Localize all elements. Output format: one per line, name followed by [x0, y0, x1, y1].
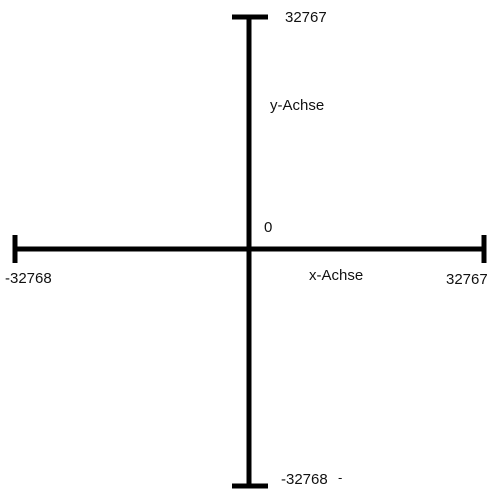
x-axis-title: x-Achse [309, 267, 364, 284]
y-axis-min-label: -32768 [281, 471, 328, 488]
x-axis-min-label: -32768 [5, 270, 52, 287]
x-axis-max-label: 32767 [446, 271, 488, 288]
origin-label: 0 [264, 219, 273, 236]
y-axis-title: y-Achse [270, 97, 325, 114]
stray-mark: - [338, 470, 343, 485]
y-axis-max-label: 32767 [285, 9, 327, 26]
